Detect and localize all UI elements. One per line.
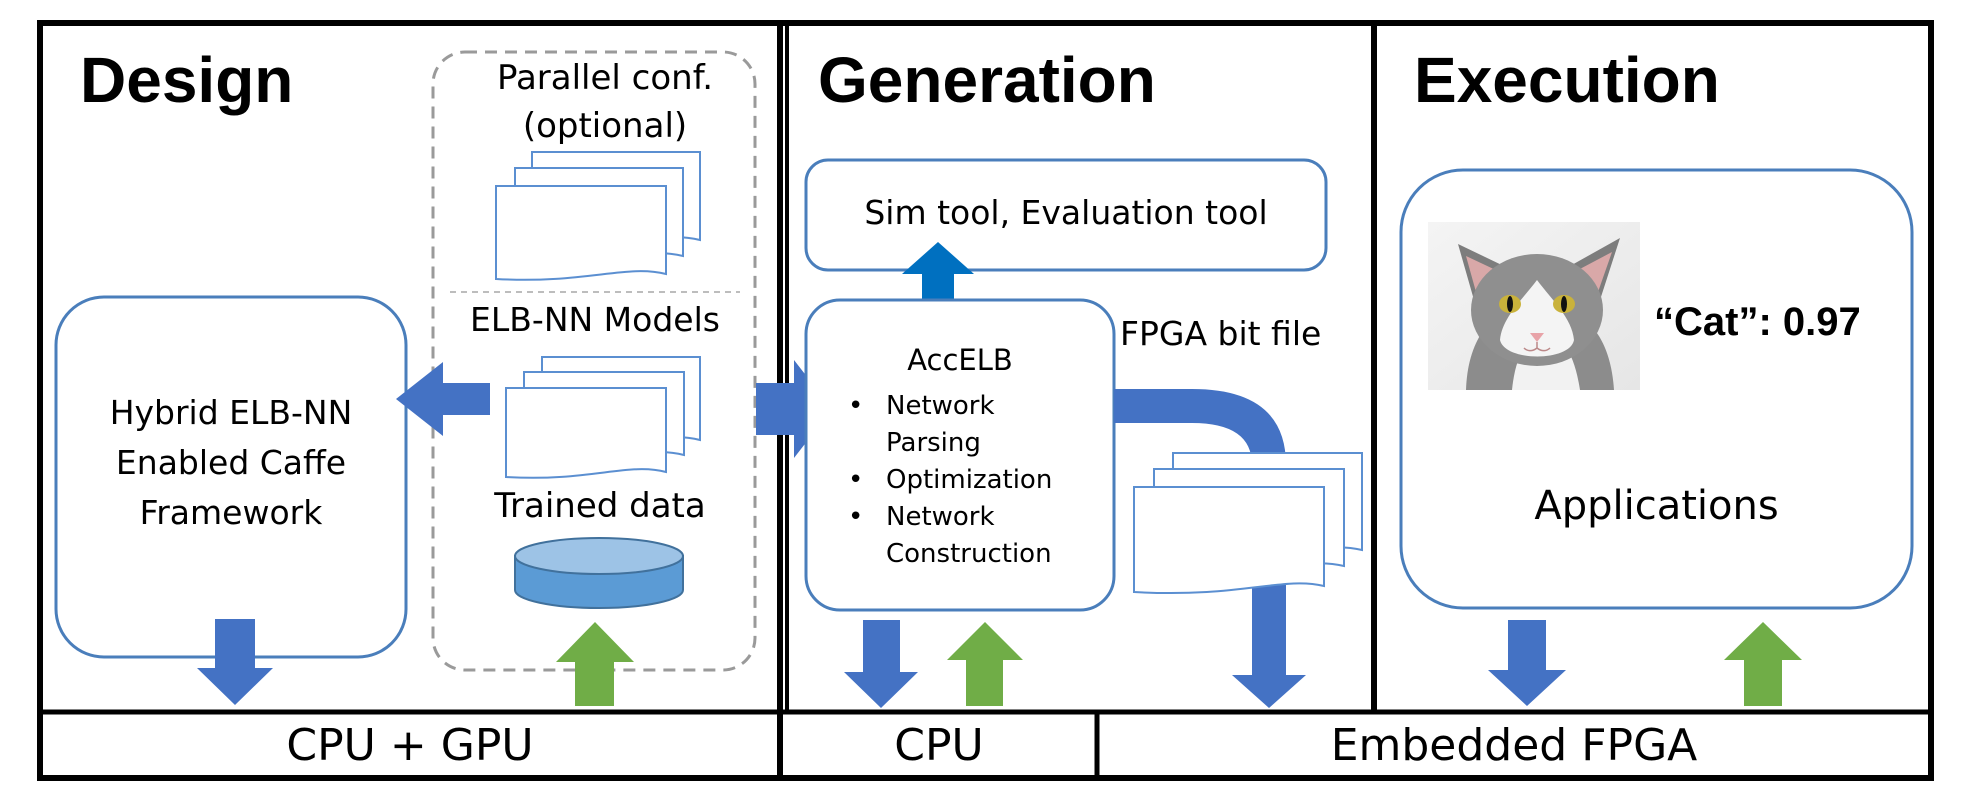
cat-prediction-label: “Cat”: 0.97 xyxy=(1654,300,1861,344)
cat-image xyxy=(1428,222,1640,390)
parallel-conf-document-icon xyxy=(495,151,701,281)
platform-cpu-gpu: CPU + GPU xyxy=(286,720,534,771)
parallel-conf-line1: Parallel conf. xyxy=(496,58,714,98)
platform-cpu: CPU xyxy=(894,720,984,771)
framework-line3: Framework xyxy=(139,493,323,532)
parallel-conf-label: Parallel conf. (optional) xyxy=(455,54,755,150)
generation-section-title: Generation xyxy=(818,44,1156,116)
caffe-framework-label: Hybrid ELB-NN Enabled Caffe Framework xyxy=(56,388,406,538)
design-section-title: Design xyxy=(80,44,294,116)
fpga-bitfile-document-icon xyxy=(1133,452,1363,595)
generation-down-arrow xyxy=(844,620,918,708)
accelb-box xyxy=(804,298,1116,612)
platform-embedded-fpga: Embedded FPGA xyxy=(1330,720,1698,771)
design-down-arrow xyxy=(197,619,273,705)
elb-nn-models-document-icon xyxy=(505,356,701,479)
generation-up-arrow xyxy=(947,622,1023,706)
design-up-arrow xyxy=(556,622,634,706)
framework-line2: Enabled Caffe xyxy=(115,443,347,482)
fpga-bitfile-label: FPGA bit file xyxy=(1120,314,1322,353)
execution-section-title: Execution xyxy=(1414,44,1720,116)
frame xyxy=(37,20,1934,781)
accelb-step: •Optimization xyxy=(848,465,1053,495)
applications-label: Applications xyxy=(1534,483,1779,529)
accelb-title: AccELB xyxy=(907,343,1013,377)
arrow-models-to-framework xyxy=(396,362,490,436)
framework-line1: Hybrid ELB-NN xyxy=(109,393,353,432)
elb-nn-models-label: ELB-NN Models xyxy=(470,300,720,339)
sim-evaluation-tool-box xyxy=(804,158,1328,272)
execution-up-arrow xyxy=(1724,622,1802,706)
execution-down-arrow xyxy=(1488,620,1566,706)
trained-data-database-icon xyxy=(514,537,684,609)
trained-data-label: Trained data xyxy=(494,486,706,526)
sim-evaluation-tool-label: Sim tool, Evaluation tool xyxy=(864,193,1268,232)
parallel-conf-line2: (optional) xyxy=(522,106,688,146)
